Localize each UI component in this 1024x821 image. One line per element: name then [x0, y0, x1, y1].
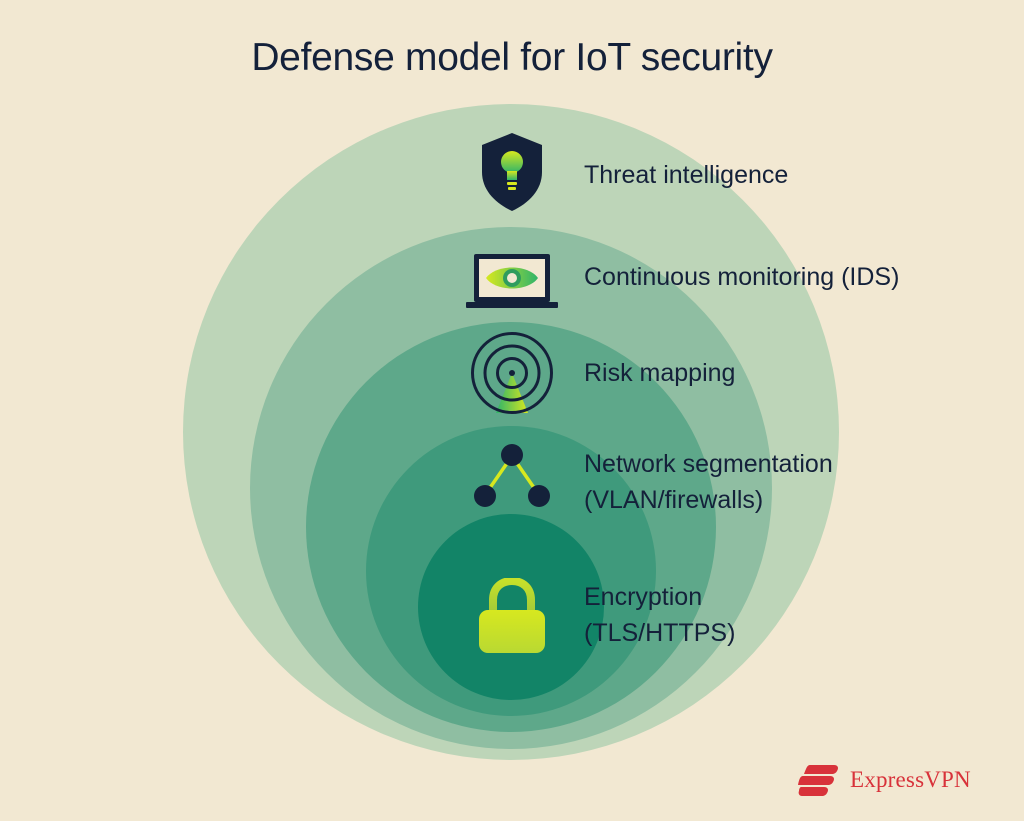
layer-label-risk-mapping: Risk mapping — [584, 355, 735, 391]
shield-lightbulb-icon — [482, 133, 542, 211]
layer-label-threat-intelligence: Threat intelligence — [584, 157, 788, 193]
radar-icon — [471, 332, 553, 414]
layer-label-encryption: Encryption (TLS/HTTPS) — [584, 579, 735, 651]
label-line: (VLAN/firewalls) — [584, 486, 764, 514]
label-line: Threat intelligence — [584, 161, 789, 189]
padlock-icon — [479, 578, 545, 653]
brand-name: ExpressVPN — [850, 767, 971, 792]
layer-ring-encryption — [418, 514, 604, 700]
brand-logo: ExpressVPN — [796, 760, 971, 800]
layer-label-continuous-monitoring: Continuous monitoring (IDS) — [584, 259, 899, 295]
laptop-eye-icon — [466, 254, 558, 308]
layer-label-network-segmentation: Network segmentation (VLAN/firewalls) — [584, 446, 833, 518]
label-line: Continuous monitoring (IDS) — [584, 263, 900, 291]
label-line: Encryption — [584, 583, 703, 611]
label-line: (TLS/HTTPS) — [584, 619, 736, 647]
expressvpn-logo-icon — [798, 765, 838, 796]
label-line: Risk mapping — [584, 359, 736, 387]
network-nodes-icon — [474, 444, 550, 507]
label-line: Network segmentation — [584, 450, 833, 478]
page-title: Defense model for IoT security — [251, 36, 773, 79]
